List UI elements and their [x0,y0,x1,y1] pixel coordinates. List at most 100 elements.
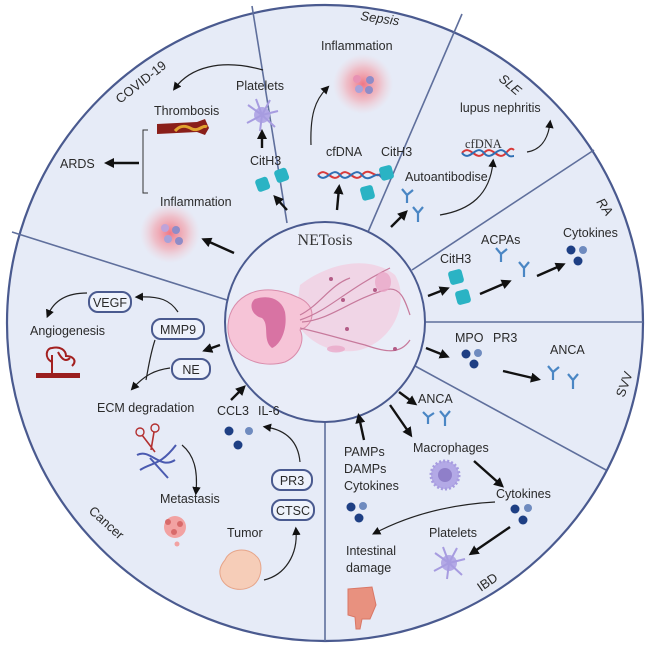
cancer-ctsc-label: CTSC [276,504,310,518]
sector-ra: RA Cytokines ACPAs CitH3 [427,195,618,305]
ctsc-pill: CTSC [271,499,315,521]
ibd-pamps-label: PAMPs [344,445,385,459]
arrow-ecm-to-metastasis [181,444,201,496]
arrow-ccl3-to-netosis [230,385,246,401]
sle-lupus-label: lupus nephritis [460,101,541,115]
arrow-cith3-to-acpas [479,279,512,296]
sle-autoantibodies-label: Autoantibodise [405,170,488,184]
sepsis-cith3-histone-icon [360,165,394,201]
arrow-netosis-to-autoantibodies [390,210,408,228]
ecm-scissors-icon [135,423,177,479]
intestine-icon [347,586,377,630]
sle-antibody-icon [401,188,424,222]
sle-cfdna-helix-icon [461,147,515,158]
neutrophil-illustration [227,263,411,365]
sepsis-title: Sepsis [360,8,401,28]
sector-ibd: IBD ANCA Macrophages PAMPs DAMPs Cytokin… [344,391,551,630]
ibd-cytokine-out-dots-icon [510,504,532,525]
cith3-histone-icon [255,167,290,192]
ibd-damps-label: DAMPs [344,462,386,476]
arrow-netosis-to-cancer [202,343,221,353]
sector-cancer: Cancer VEGF Angiogenesis MMP9 NE ECM deg… [30,291,315,590]
arrow-autoantibodies-to-cfdna [439,158,497,216]
ibd-anca-antibody-icon [422,410,451,426]
ibd-dots-icon [346,502,367,523]
ibd-platelet-icon [433,546,466,580]
sector-sepsis: Sepsis Inflammation cfDNA CitH3 [310,8,412,211]
covid19-cith3-label: CitH3 [250,154,281,168]
cancer-mmp9-label: MMP9 [160,323,196,337]
vegf-pill: VEGF [88,291,132,313]
cancer-ccl3-label: CCL3 [217,404,249,418]
ne-pill: NE [171,358,211,380]
sle-cfdna-label: cfDNA [465,137,502,151]
netosis-title: NETosis [298,232,353,249]
ra-acpas-antibody-icon [495,247,530,277]
cancer-vegf-label: VEGF [93,296,127,310]
tumor-icon [219,549,262,590]
arrow-to-sepsis-inflammation [310,85,330,146]
arrow-netosis-to-cfdna [333,183,344,211]
ra-cytokines-label: Cytokines [563,226,618,240]
metastasis-cells-icon [164,516,186,547]
ibd-intestinal-label-1: Intestinal [346,544,396,558]
ibd-cytokines-out-label: Cytokines [496,487,551,501]
covid19-platelets-label: Platelets [236,79,284,93]
line-mmp9-to-ecm [145,339,156,381]
pr3-pill: PR3 [271,469,313,491]
thrombosis-vessel-icon [157,119,209,135]
arrow-mmp9-to-vegf [134,292,179,313]
cfdna-helix-icon [317,170,383,180]
cancer-tumor-label: Tumor [227,526,263,540]
cancer-ne-label: NE [182,363,199,377]
arrow-pamps-to-netosis [355,413,366,441]
arrow-ne-to-ecm [130,367,171,391]
svv-mpo-label: MPO [455,331,484,345]
cancer-il6-label: IL-6 [258,404,280,418]
arrow-netosis-to-macrophages [389,404,413,438]
arrow-netosis-to-ibd-anca [398,391,418,406]
svv-pr3-label: PR3 [493,331,517,345]
arrow-netosis-to-ra-cith3 [427,286,450,298]
macrophage-icon [429,459,461,491]
ibd-cytokines-in-label: Cytokines [344,479,399,493]
ra-cith3-label: CitH3 [440,252,471,266]
ibd-intestinal-label-2: damage [346,561,391,575]
cancer-ecm-label: ECM degradation [97,401,194,415]
arrow-pr3-to-il6 [262,423,301,463]
arrow-netosis-to-mpo [425,346,450,359]
ibd-anca-label: ANCA [418,392,453,406]
arrow-netosis-to-inflammation [201,237,235,255]
covid19-ards-label: ARDS [60,157,95,171]
ra-cith3-histone-icon [448,269,471,305]
sepsis-cfdna-label: cfDNA [326,145,363,159]
cancer-angiogenesis-label: Angiogenesis [30,324,105,338]
svv-anca-label: ANCA [550,343,585,357]
arrow-platelets-to-thrombosis [172,64,264,91]
arrow-tumor-to-ctsc [263,526,301,581]
arrow-acpas-to-cytokines [536,262,566,278]
svv-anca-antibody-icon [547,365,579,389]
sepsis-inflammation-glow-icon [333,54,393,114]
sepsis-inflammation-label: Inflammation [321,39,393,53]
covid19-bracket [142,129,148,194]
sector-dividers [11,5,643,641]
sector-svv: SVV MPO PR3 ANCA [425,331,636,399]
arrow-cytokines-to-intestinal [372,501,496,535]
arrow-macrophages-to-cytokines [473,460,505,488]
sepsis-cith3-label: CitH3 [381,145,412,159]
inflammation-glow-icon [140,203,200,263]
ra-acpas-label: ACPAs [481,233,520,247]
ibd-platelets-label: Platelets [429,526,477,540]
sector-covid19: COVID-19 Platelets Thrombosis ARDS CitH3… [60,58,290,263]
cancer-metastasis-label: Metastasis [160,492,220,506]
arrow-to-lupus-nephritis [526,119,554,153]
arrow-netosis-to-cith3 [273,195,288,211]
cancer-pr3-label: PR3 [280,474,304,488]
arrow-mpo-to-anca [502,369,541,383]
angiogenesis-vessel-icon [36,346,80,378]
arrow-vegf-to-angiogenesis [46,292,88,319]
covid19-thrombosis-label: Thrombosis [154,104,219,118]
cancer-cytokine-dots-icon [224,426,253,450]
